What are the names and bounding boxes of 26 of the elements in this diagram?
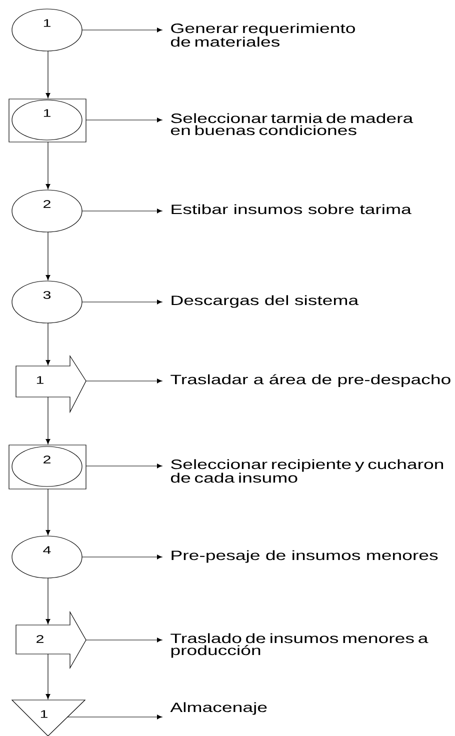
arrow xyxy=(82,300,162,304)
step-label: Seleccionar recipiente y cucharon de cada insumo xyxy=(170,459,444,483)
arrow xyxy=(86,378,162,384)
arrow xyxy=(46,488,50,536)
arrow xyxy=(86,118,162,122)
arrow xyxy=(46,578,50,624)
arrow xyxy=(86,638,162,642)
arrow xyxy=(82,554,162,560)
arrow xyxy=(46,142,50,190)
step-label: Trasladar a área de pre-despacho xyxy=(170,374,450,387)
arrow xyxy=(46,654,50,700)
arrow xyxy=(46,396,50,444)
step-label: Pre-pesaje de insumos menores xyxy=(172,550,438,563)
step-label: Traslado de insumos menores a producción xyxy=(170,633,428,658)
step-label: Descargas del sistema xyxy=(172,295,359,308)
arrow xyxy=(66,714,162,720)
step-label: Generar requerimiento de materiales xyxy=(170,23,355,47)
arrow xyxy=(86,464,162,468)
arrow xyxy=(46,232,50,280)
step-label: Almacenaje xyxy=(170,702,267,715)
arrow xyxy=(46,50,50,98)
arrow xyxy=(82,208,162,214)
step-label: Estibar insumos sobre tarima xyxy=(172,204,412,214)
arrow xyxy=(46,322,50,366)
step-label: Seleccionar tarmia de madera en buenas condiciones xyxy=(170,113,414,136)
arrow xyxy=(82,28,162,32)
